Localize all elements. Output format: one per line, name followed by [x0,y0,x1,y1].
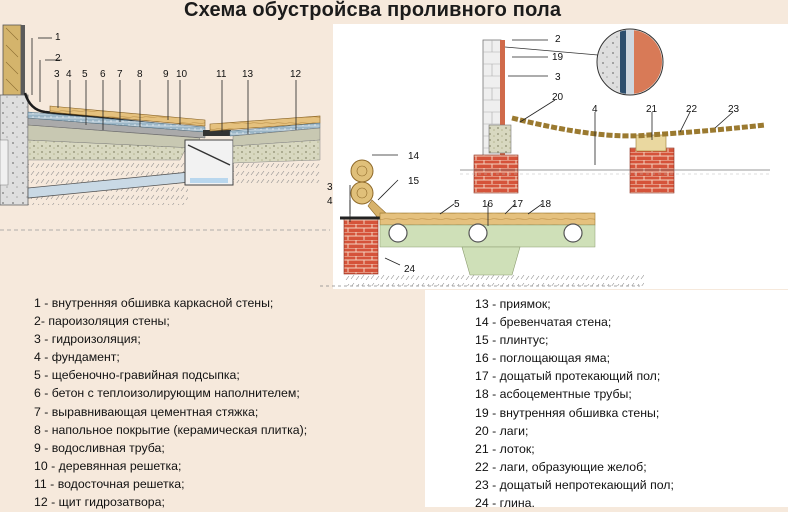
callout-m-5: 5 [454,199,460,210]
legend-item: 10 - деревянная решетка; [34,458,182,473]
legend-item: 18 - асбоцементные трубы; [475,387,632,402]
callout-r-19: 19 [552,52,564,63]
legend-left: 1 - внутренняя обшивка каркасной стены; … [34,294,307,511]
callout-2: 2 [55,53,61,64]
callout-m-17: 17 [512,199,524,210]
callout-r-20: 20 [552,92,564,103]
legend-item: 15 - плинтус; [475,333,549,348]
callout-9: 9 [163,69,169,80]
legend-item: 23 - дощатый непротекающий пол; [475,477,674,492]
callout-m-24: 24 [404,264,416,275]
legend-item: 14 - бревенчатая стена; [475,315,612,330]
right-section-diagram: 2 19 3 20 4 21 22 23 [460,28,770,194]
callout-5: 5 [82,69,88,80]
callout-1: 1 [55,32,61,43]
callout-r-2: 2 [555,34,561,45]
legend-right: 13 - приямок; 14 - бревенчатая стена; 15… [475,295,674,512]
legend-item: 2- пароизоляция стены; [34,314,170,329]
legend-item: 16 - поглощающая яма; [475,351,611,366]
legend-item: 1 - внутренняя обшивка каркасной стены; [34,296,274,310]
callout-m-15: 15 [408,176,420,187]
legend-item: 11 - водосточная решетка; [34,476,185,491]
legend-item: 17 - дощатый протекающий пол; [475,369,661,384]
legend-item: 6 - бетон с теплоизолирующим наполнителе… [34,386,300,401]
legend-item: 4 - фундамент; [34,350,120,365]
legend-item: 7 - выравнивающая цементная стяжка; [34,404,259,419]
callout-6: 6 [100,69,106,80]
legend-item: 24 - глина. [475,496,535,511]
legend-item: 12 - щит гидрозатвора; [34,495,165,510]
callout-11: 11 [216,69,227,80]
callout-12: 12 [290,69,302,80]
callout-r-22: 22 [686,104,698,115]
legend-item: 21 - лоток; [475,441,535,456]
callout-3: 3 [54,69,60,80]
legend-item: 5 - щебеночно-гравийная подсыпка; [34,368,240,383]
callout-r-21: 21 [646,104,658,115]
page-title: Схема обустройсва проливного пола [184,0,562,21]
legend-item: 22 - лаги, образующие желоб; [475,459,647,474]
middle-section-diagram: 14 3 15 4 5 16 17 18 24 [320,151,644,287]
floor-diagram: 1 2 3 4 5 6 7 8 9 10 11 13 12 [0,24,770,287]
callout-r-4: 4 [592,104,598,115]
callout-m-3: 3 [327,182,333,193]
callout-m-16: 16 [482,199,494,210]
callout-r-3: 3 [555,72,561,83]
legend-item: 13 - приямок; [475,297,551,311]
callout-10: 10 [176,69,188,80]
left-section-diagram: 1 2 3 4 5 6 7 8 9 10 11 13 12 [0,24,330,231]
callout-8: 8 [137,69,143,80]
legend-item: 3 - гидроизоляция; [34,332,141,347]
legend-item: 9 - водосливная труба; [34,440,165,455]
legend-item: 20 - лаги; [475,423,529,438]
callout-m-14: 14 [408,151,420,162]
callout-m-18: 18 [540,199,552,210]
callout-7: 7 [117,69,123,80]
legend-item: 8 - напольное покрытие (керамическая пли… [34,422,308,437]
legend-item: 19 - внутренняя обшивка стены; [475,405,660,420]
callout-r-23: 23 [728,104,740,115]
callout-4: 4 [66,69,72,80]
callout-m-4: 4 [327,196,333,207]
callout-13: 13 [242,69,254,80]
